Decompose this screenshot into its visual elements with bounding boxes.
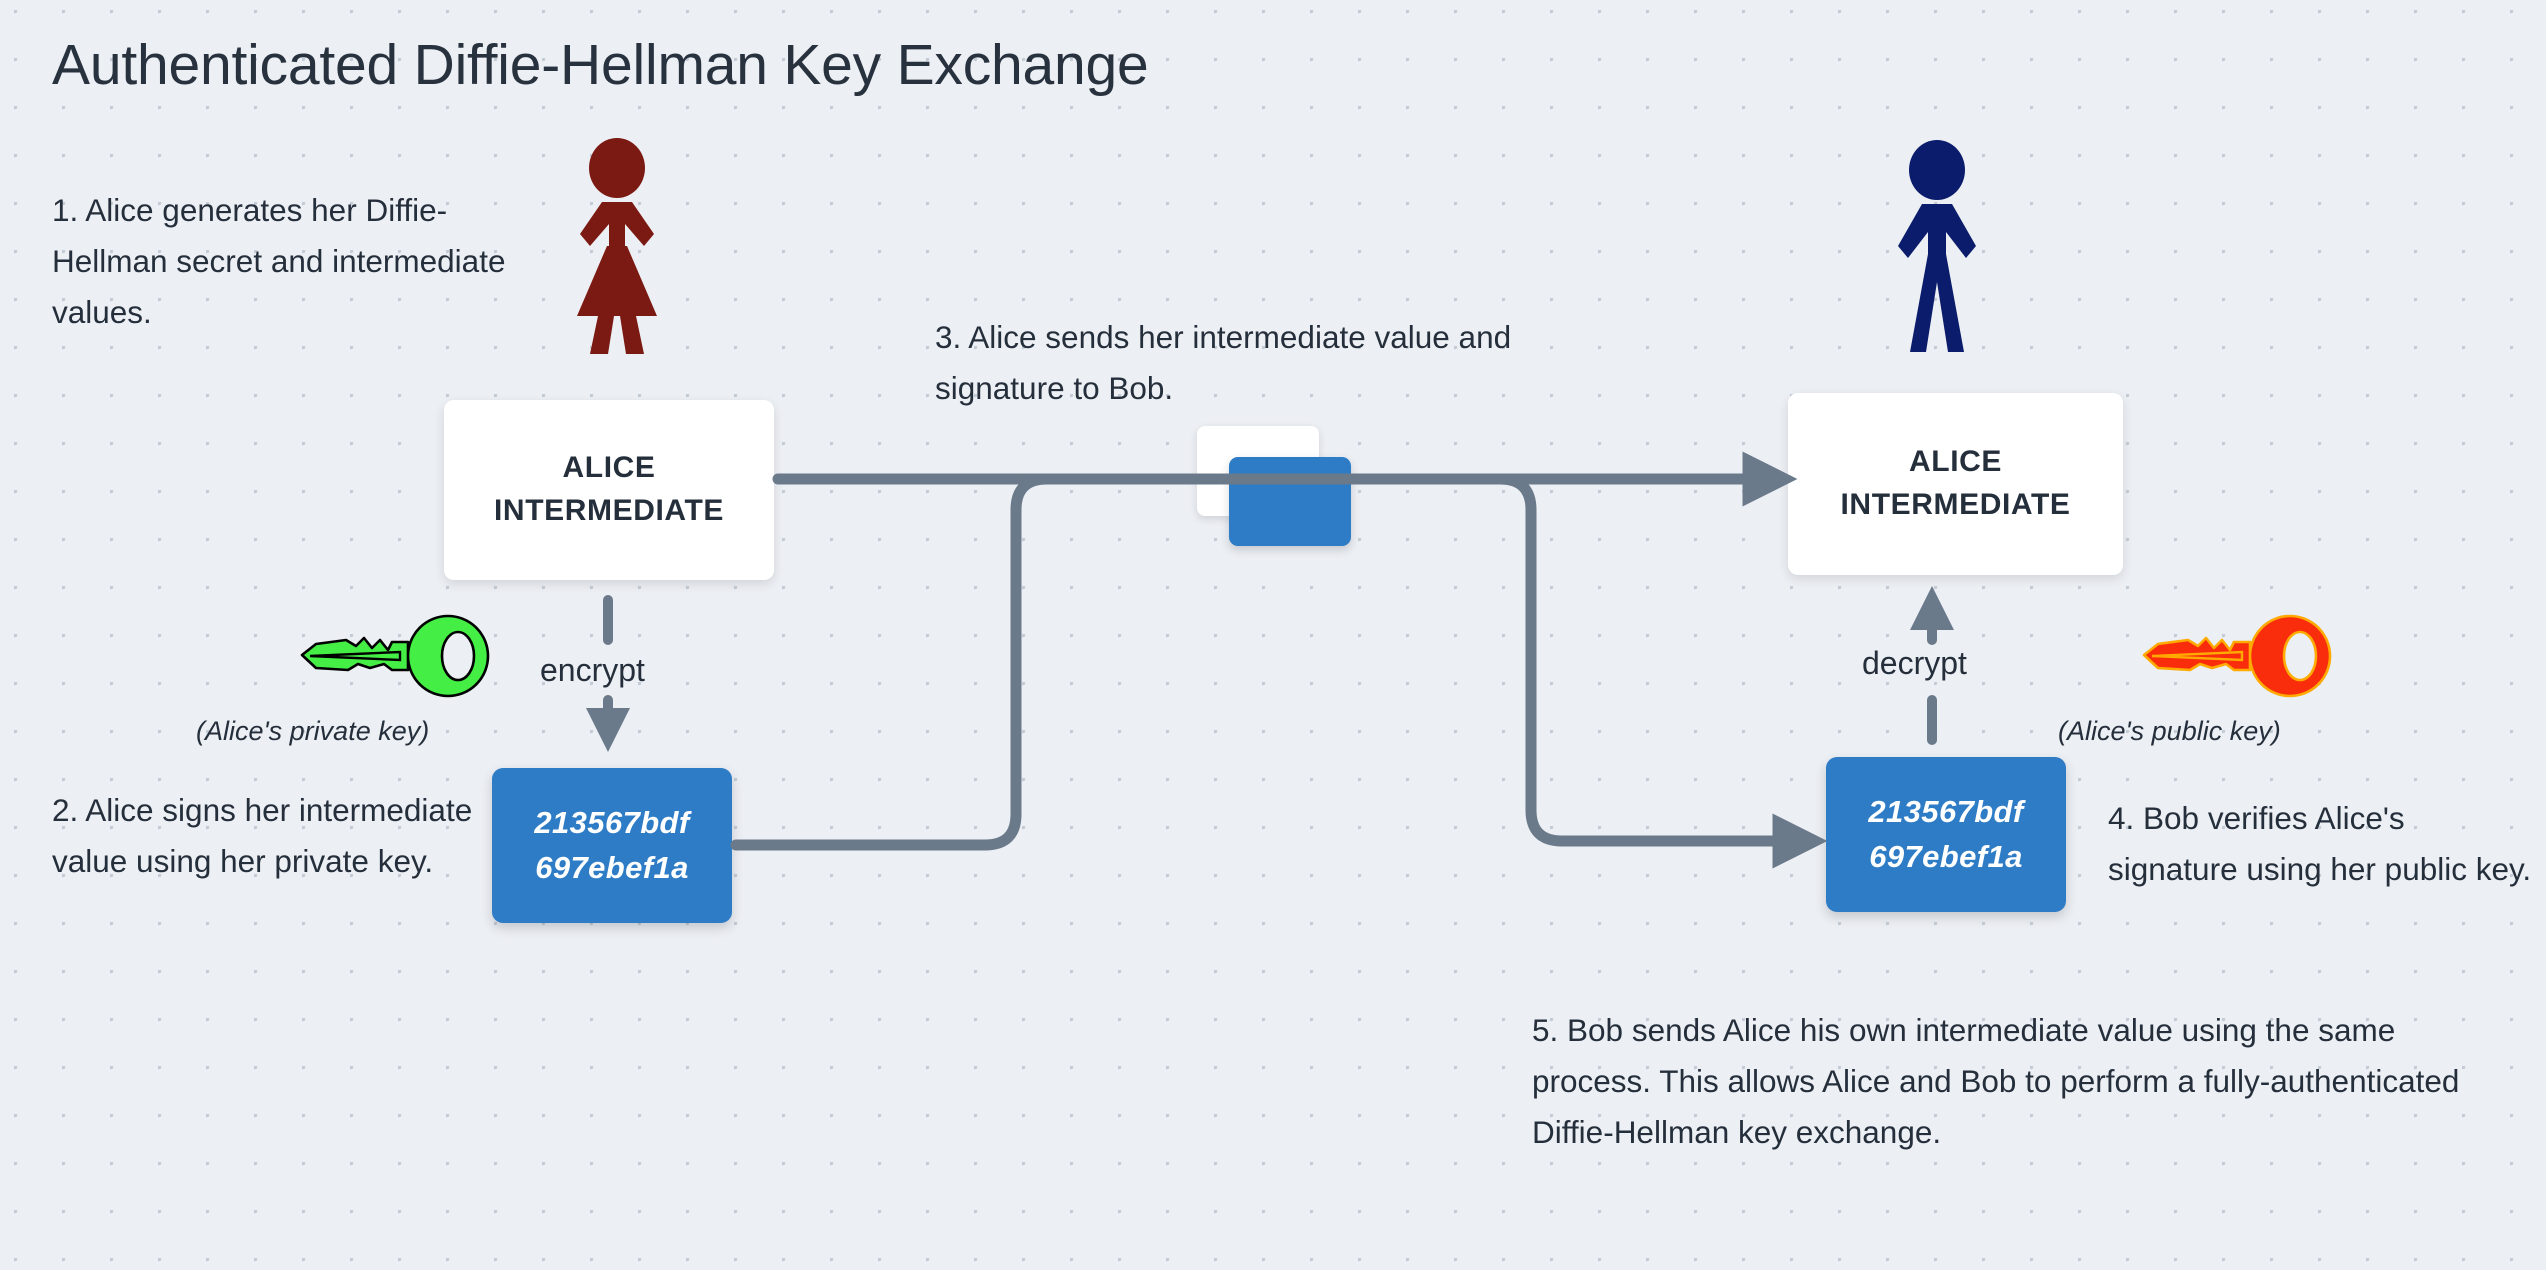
box-label-line1: ALICE: [1909, 445, 2002, 479]
step-1-text: 1. Alice generates her Diffie-Hellman se…: [52, 192, 506, 331]
box-label-line1: ALICE: [562, 451, 656, 485]
step-4-text: 4. Bob verifies Alice's signature using …: [2108, 800, 2532, 888]
signature-line1: 213567bdf: [534, 804, 690, 840]
box-label-line2: INTERMEDIATE: [494, 494, 724, 527]
signature-line1: 213567bdf: [1868, 793, 2024, 829]
alice-intermediate-box-left[interactable]: ALICE INTERMEDIATE: [444, 400, 774, 580]
signature-line2: 697ebef1a: [1869, 838, 2023, 874]
signature-box-left[interactable]: 213567bdf 697ebef1a: [492, 768, 732, 923]
page-title: Authenticated Diffie-Hellman Key Exchang…: [52, 33, 1149, 97]
public-key-caption: (Alice's public key): [2058, 716, 2281, 746]
step-5-text: 5. Bob sends Alice his own intermediate …: [1532, 1012, 2460, 1151]
packet-blue-icon: [1229, 457, 1351, 546]
alice-stick-figure: [577, 138, 657, 354]
private-key-icon: [300, 614, 490, 698]
signature-box-right[interactable]: 213567bdf 697ebef1a: [1826, 757, 2066, 912]
decrypt-label: decrypt: [1862, 645, 1967, 681]
private-key-caption: (Alice's private key): [196, 716, 430, 746]
alice-intermediate-box-right[interactable]: ALICE INTERMEDIATE: [1788, 393, 2123, 575]
step-3-text: 3. Alice sends her intermediate value an…: [935, 319, 1512, 407]
public-key-icon: [2142, 614, 2332, 698]
bob-stick-figure: [1898, 140, 1976, 352]
step-2-text: 2. Alice signs her intermediate value us…: [52, 792, 473, 880]
box-label-line2: INTERMEDIATE: [1840, 488, 2071, 521]
signature-line2: 697ebef1a: [535, 849, 689, 885]
encrypt-label: encrypt: [540, 652, 645, 688]
